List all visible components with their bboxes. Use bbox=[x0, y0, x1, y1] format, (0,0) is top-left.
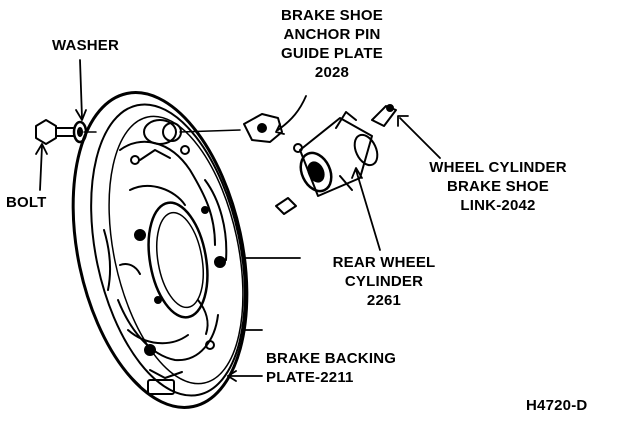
guide-plate-label-line-4: 2028 bbox=[314, 64, 350, 81]
guide-plate-label-line-3: GUIDE PLATE bbox=[281, 45, 383, 62]
guide-plate-label: BRAKE SHOE ANCHOR PIN GUIDE PLATE 2028 bbox=[262, 6, 402, 82]
backing-plate-label-line-2: PLATE-2211 bbox=[266, 369, 354, 386]
washer-part bbox=[72, 120, 88, 144]
washer-label: WASHER bbox=[52, 37, 120, 54]
guide-plate-label-line-1: BRAKE SHOE bbox=[280, 7, 383, 24]
backing-plate bbox=[71, 91, 249, 409]
link-label-line-1: WHEEL CYLINDER bbox=[429, 159, 567, 176]
leader-lines bbox=[35, 59, 441, 382]
link-label: WHEEL CYLINDER BRAKE SHOE LINK-2042 bbox=[408, 158, 588, 215]
link-label-line-2: BRAKE SHOE bbox=[446, 178, 549, 195]
cylinder-label-line-1: REAR WHEEL bbox=[332, 254, 436, 271]
backing-plate-label-line-1: BRAKE BACKING bbox=[266, 350, 397, 367]
cylinder-label-line-2: CYLINDER bbox=[344, 273, 424, 290]
guide-plate-part bbox=[179, 113, 283, 143]
backing-plate-label: BRAKE BACKING PLATE-2211 bbox=[266, 349, 396, 387]
bolt-part bbox=[35, 119, 75, 145]
wheel-cylinder-part bbox=[275, 111, 379, 215]
cylinder-label: REAR WHEEL CYLINDER 2261 bbox=[314, 253, 454, 310]
bolt-label: BOLT bbox=[6, 194, 47, 211]
brake-shoe-link-part bbox=[371, 104, 397, 127]
figure-code: H4720-D bbox=[526, 397, 588, 414]
link-label-line-3: LINK-2042 bbox=[460, 197, 536, 214]
cylinder-label-line-3: 2261 bbox=[366, 292, 402, 309]
guide-plate-label-line-2: ANCHOR PIN bbox=[283, 26, 381, 43]
